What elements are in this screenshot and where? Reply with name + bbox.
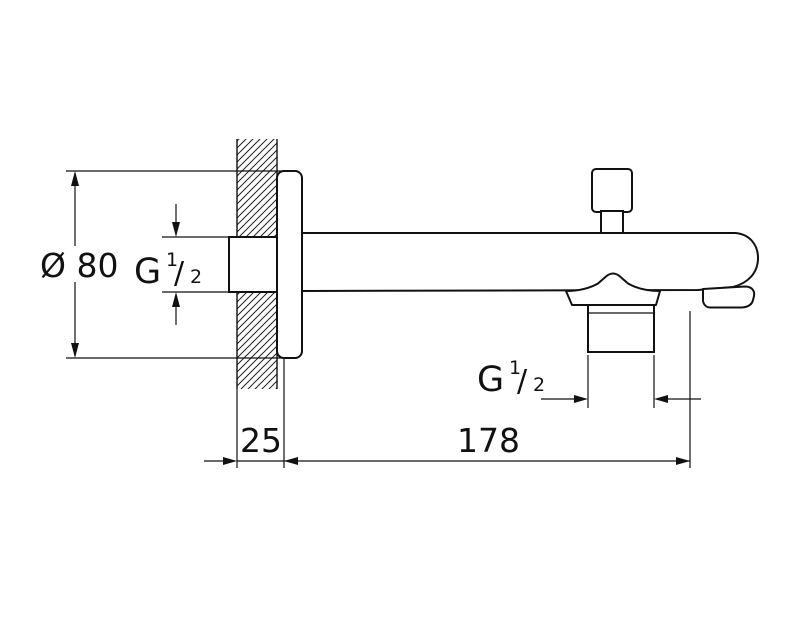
outlet-thread-label-g: G: [477, 360, 504, 400]
diverter-knob-stem: [600, 210, 624, 236]
inlet-thread-arrow-bottom: [172, 292, 180, 307]
flange-diameter-arrow-bottom: [71, 343, 79, 358]
flange-diameter-label: Ø 80: [40, 246, 118, 285]
offset-dimension-label: 25: [240, 421, 282, 460]
inlet-thread-label-numerator: 1: [166, 249, 178, 271]
wall-flange: [276, 170, 303, 359]
inlet-thread-label-denominator: 2: [190, 266, 202, 288]
outlet-thread-arrow-left: [574, 395, 588, 403]
outlet-thread-label-numerator: 1: [509, 357, 521, 379]
flange-diameter-label-mask: [34, 246, 118, 282]
shower-hose-nipple: [587, 304, 655, 353]
length-dimension-label: 178: [457, 421, 520, 460]
inlet-thread-label-slash: /: [174, 256, 185, 291]
outlet-thread-label-slash: /: [517, 364, 528, 399]
length-arrow-right: [676, 457, 690, 465]
diverter-knob: [591, 168, 633, 213]
spout-outlet-lip: [702, 285, 756, 309]
inlet-thread-block: [228, 236, 278, 293]
flange-diameter-arrow-top: [71, 171, 79, 186]
inlet-thread-label-g: G: [134, 252, 161, 292]
length-arrow-left: [284, 457, 298, 465]
inlet-thread-arrow-top: [172, 222, 180, 237]
offset-arrow-left: [223, 457, 237, 465]
spout-body: [301, 232, 759, 292]
outlet-thread-arrow-right: [654, 395, 668, 403]
diverter-outlet-dome: [565, 272, 661, 306]
outlet-thread-label-denominator: 2: [533, 374, 545, 396]
